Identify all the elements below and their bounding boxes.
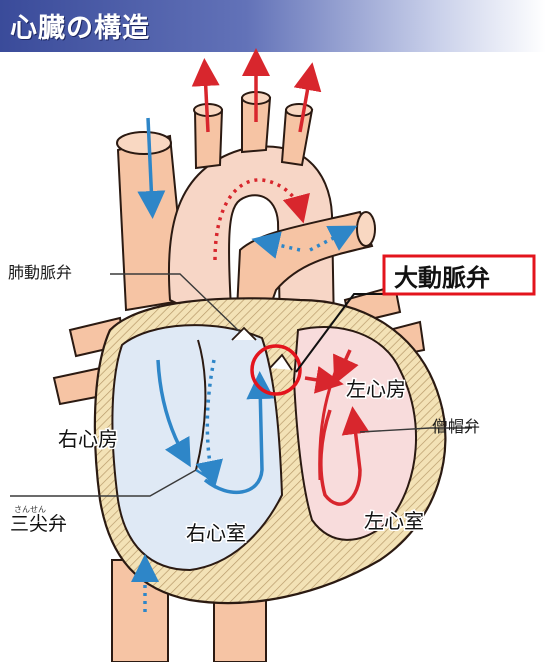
diagram-title: 心臓の構造: [10, 13, 150, 44]
pulmonary-valve-leaflets: [231, 326, 257, 341]
aortic-valve-label-box: [382, 254, 536, 296]
label-tricuspid-reading: さんせん: [14, 505, 46, 514]
aortic-valve-leaflets: [269, 353, 293, 371]
blue-blood-flow: [131, 117, 358, 612]
aortic-valve-highlight: [250, 344, 302, 396]
label-left-atrium: 左心房: [346, 377, 406, 401]
aortic-arch: [167, 145, 336, 332]
label-pulmonary-valve: 肺動脈弁: [8, 263, 72, 282]
label-aortic-valve: 大動脈弁: [394, 264, 490, 292]
title-banner: 心臓の構造: [0, 0, 546, 52]
label-right-ventricle: 右心室: [186, 521, 246, 545]
leader-lines: [10, 273, 472, 497]
label-mitral-valve: 僧帽弁: [432, 417, 480, 436]
label-left-ventricle: 左心室: [364, 509, 424, 533]
label-tricuspid-valve: 三尖弁: [10, 513, 67, 535]
label-right-atrium: 右心房: [58, 427, 118, 451]
red-blood-flow: [191, 48, 370, 506]
